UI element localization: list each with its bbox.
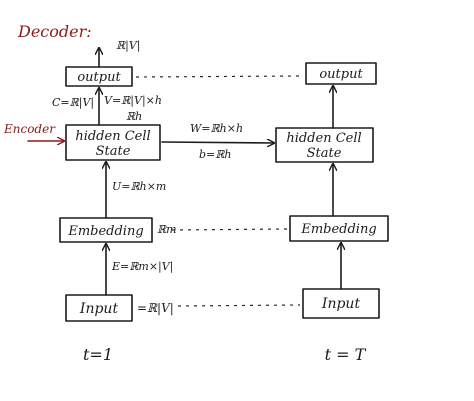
left-embedding-label: Embedding	[67, 224, 143, 239]
right-time-label: t = T	[325, 345, 367, 364]
input-timeline-dashes	[177, 304, 301, 307]
c-matrix-label: C=ℝ|V|	[52, 96, 94, 110]
left-hidden-label-1: hidden Cell	[75, 129, 150, 144]
right-embedding-label: Embedding	[300, 222, 376, 237]
embedding-timeline-dashes	[171, 228, 289, 231]
left-output-label: output	[77, 70, 121, 85]
diagram-title: Decoder:	[17, 22, 92, 41]
right-hidden-label-2: State	[307, 146, 342, 161]
left-hidden-state-box	[65, 124, 161, 161]
encoder-label: Encoder	[3, 122, 56, 136]
hidden-dim-label: ℝh	[126, 110, 142, 123]
output-timeline-dashes	[135, 75, 303, 78]
right-input-label: Input	[321, 296, 361, 312]
left-time-label: t=1	[83, 345, 113, 364]
u-matrix-label: U=ℝh×m	[112, 180, 166, 193]
w-matrix-label: W=ℝh×h	[190, 122, 243, 135]
right-hidden-state-box	[275, 127, 374, 163]
left-input-label: Input	[79, 301, 119, 317]
e-matrix-label: E=ℝm×|V|	[111, 260, 173, 274]
right-hidden-label-1: hidden Cell	[286, 131, 361, 146]
input-dim-label: =ℝ|V|	[137, 301, 174, 315]
output-dim-label: ℝ|V|	[116, 39, 141, 53]
right-embedding-box	[289, 215, 389, 242]
hidden-to-hidden-arrow	[161, 142, 274, 143]
b-vector-label: b=ℝh	[199, 148, 231, 161]
right-output-label: output	[319, 67, 363, 82]
left-input-box	[65, 294, 133, 322]
embed-dim-label: ℝm	[157, 223, 177, 236]
right-output-box	[305, 62, 377, 85]
left-hidden-label-2: State	[96, 144, 131, 159]
v-matrix-label: V=ℝ|V|×h	[104, 94, 162, 108]
